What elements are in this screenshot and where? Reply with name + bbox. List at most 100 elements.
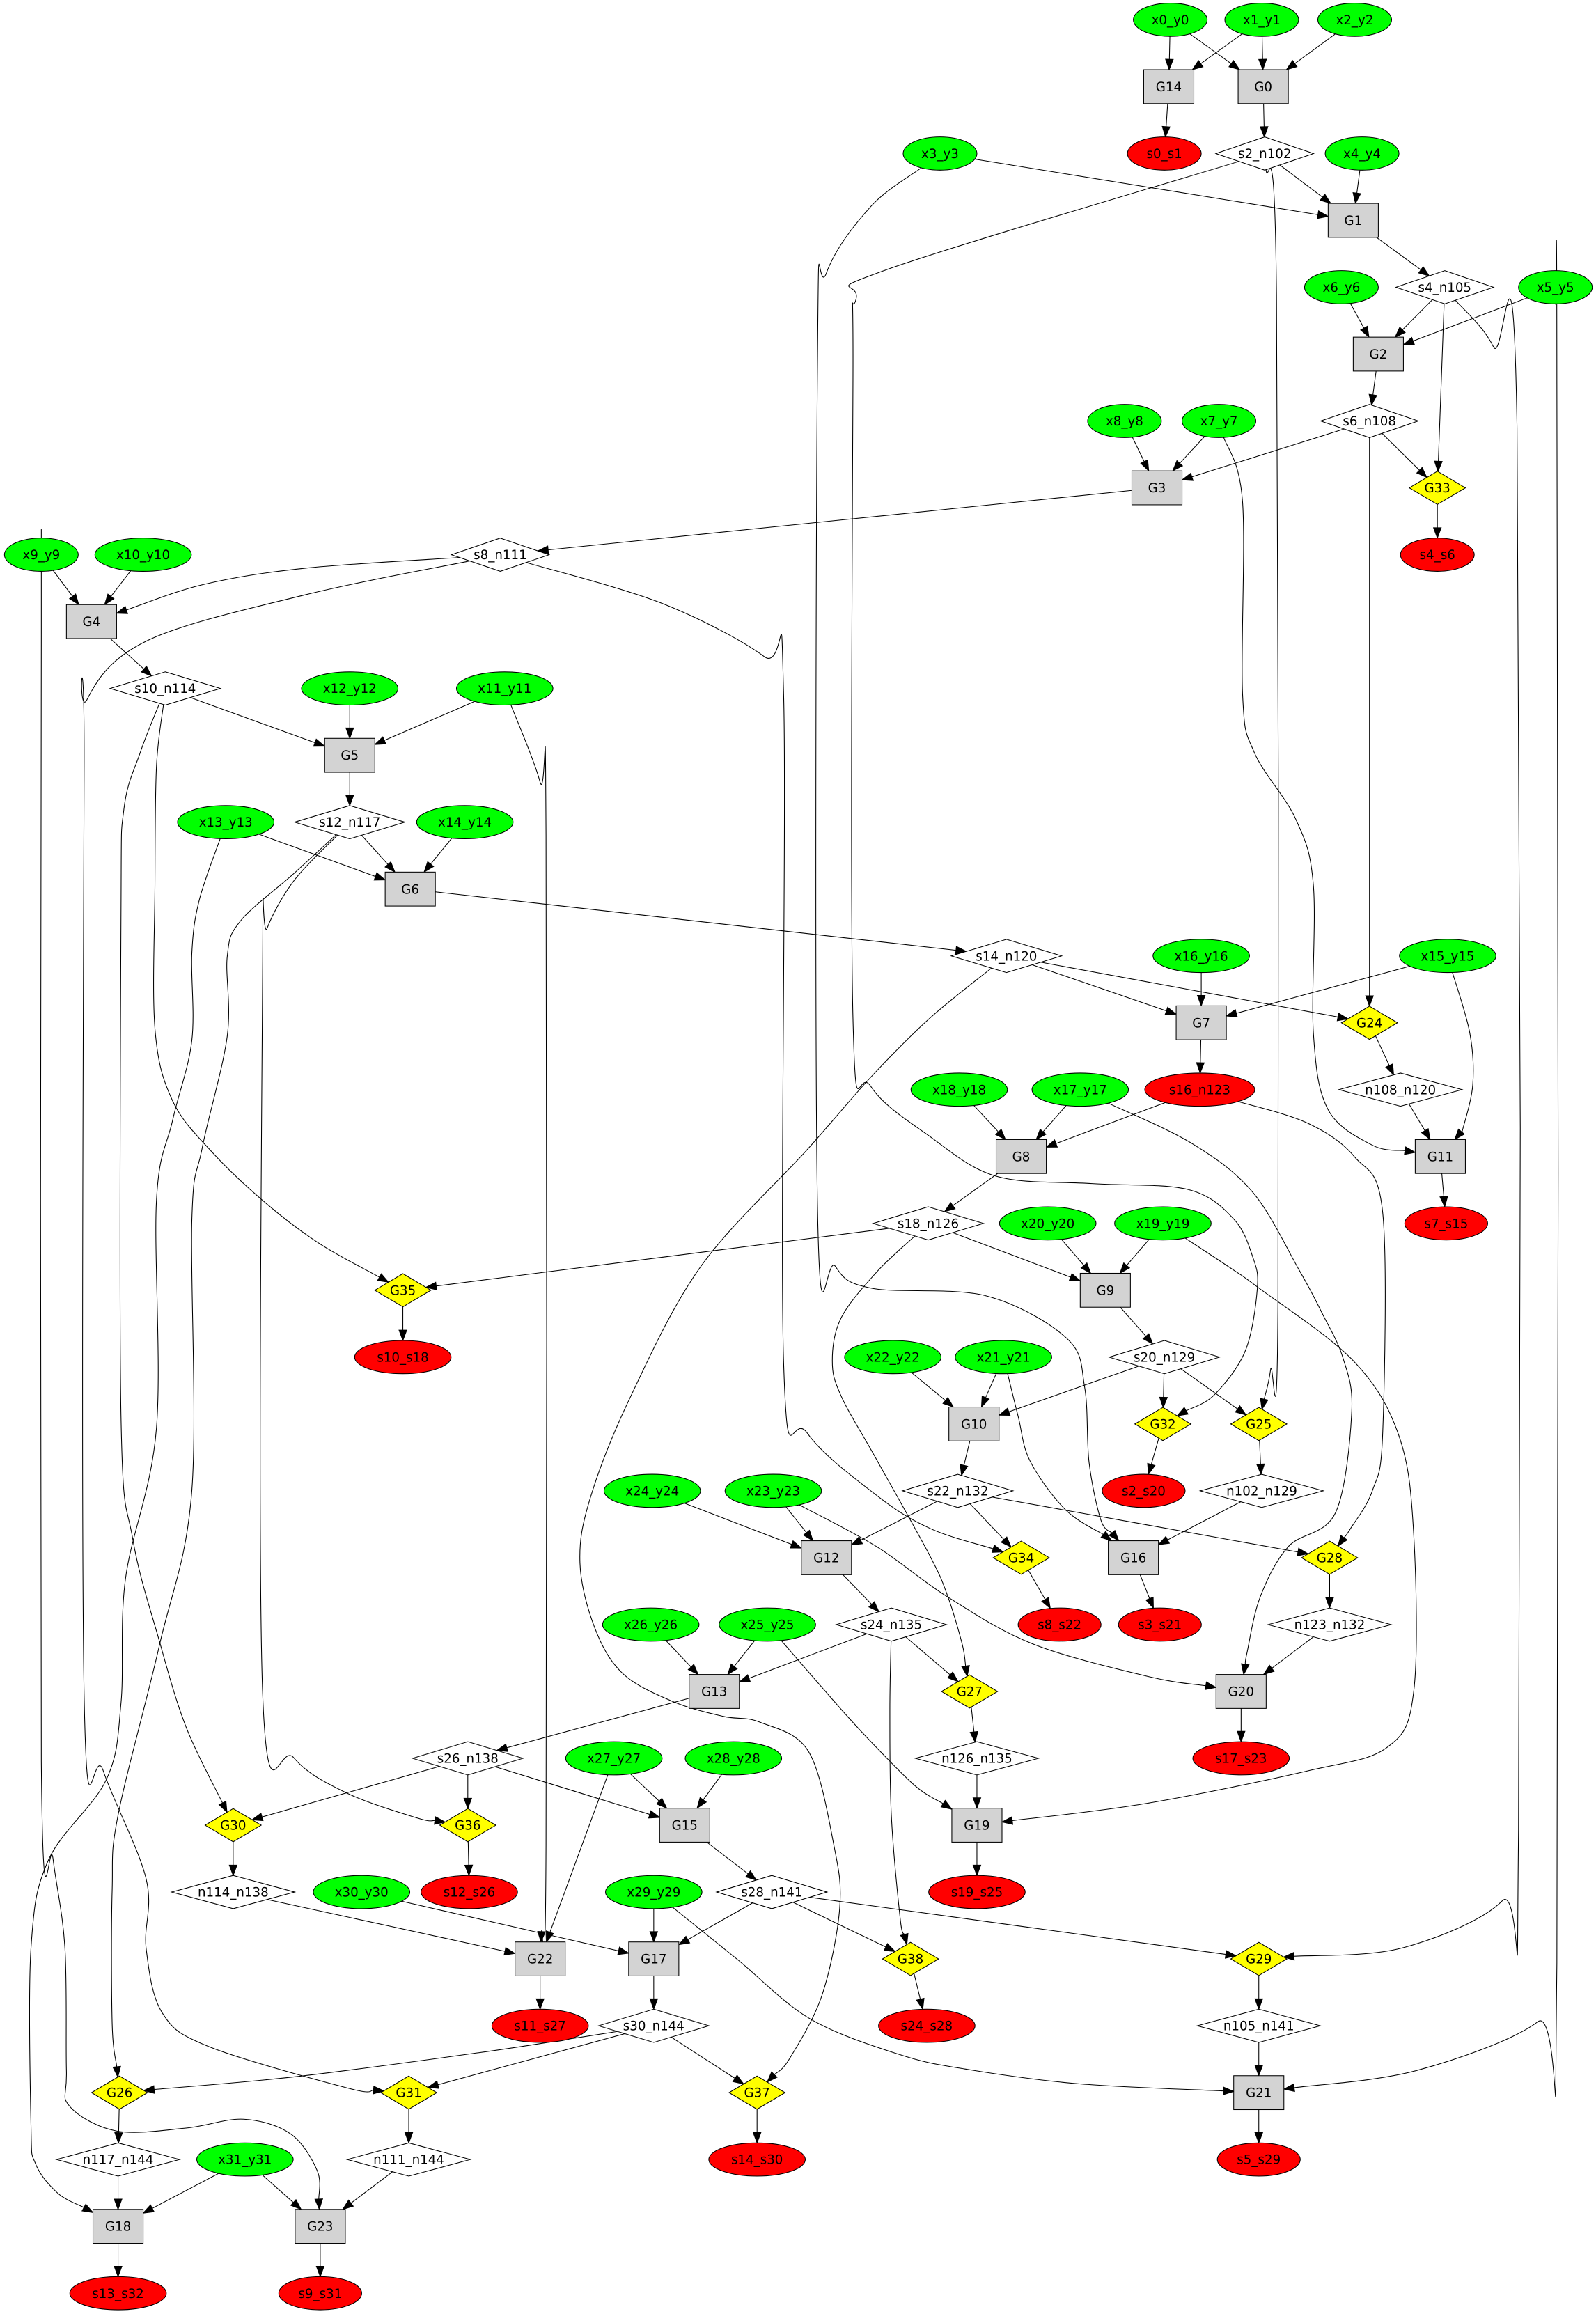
arrowhead bbox=[313, 738, 326, 747]
node-label: s4_n105 bbox=[1418, 281, 1472, 295]
arrowhead bbox=[738, 1674, 751, 1682]
edge-x29-y29-to-g21 bbox=[672, 1907, 1235, 2095]
signal-node-s30-n144: s30_n144 bbox=[597, 2008, 710, 2043]
edge-g0-to-s2-n102 bbox=[1260, 103, 1269, 139]
output-node-s9-s31: s9_s31 bbox=[278, 2276, 362, 2311]
ellipse-shape bbox=[902, 136, 978, 171]
node-label: s10_n114 bbox=[134, 682, 196, 696]
edge-line bbox=[526, 562, 994, 1549]
edge-s16-n123-to-g8 bbox=[1045, 1102, 1166, 1148]
marked-gate-node-g26: G26 bbox=[91, 2075, 148, 2110]
ellipse-shape bbox=[955, 1340, 1052, 1375]
gate-node-g13: G13 bbox=[689, 1674, 740, 1709]
signal-node-s2-n102: s2_n102 bbox=[1214, 136, 1315, 171]
arrowhead bbox=[960, 1464, 969, 1477]
edge-line bbox=[152, 2173, 219, 2209]
box-shape bbox=[1237, 69, 1289, 104]
node-label: x12_y12 bbox=[323, 682, 377, 696]
node-label: x6_y6 bbox=[1322, 281, 1360, 295]
edge-n114-n138-to-g22 bbox=[267, 1899, 517, 1956]
edge-g28-to-n123-n132 bbox=[1325, 1574, 1334, 1609]
arrowhead bbox=[142, 2204, 155, 2214]
edge-line bbox=[671, 2036, 735, 2079]
edge-line bbox=[969, 1503, 1005, 1540]
node-label: G0 bbox=[1254, 80, 1272, 95]
node-label: G17 bbox=[641, 1953, 666, 1967]
edge-x10-y10-to-g4 bbox=[104, 570, 132, 606]
edge-g16-to-s3-s21 bbox=[1139, 1574, 1154, 1609]
output-node-s13-s32: s13_s32 bbox=[69, 2276, 167, 2311]
node-label: x21_y21 bbox=[977, 1350, 1031, 1365]
gate-node-g5: G5 bbox=[324, 737, 375, 773]
input-node-x8-y8: x8_y8 bbox=[1087, 404, 1162, 438]
node-label: s2_n102 bbox=[1238, 147, 1292, 162]
box-shape bbox=[1131, 470, 1183, 506]
node-label: x13_y13 bbox=[199, 815, 253, 830]
edge-line bbox=[1372, 370, 1377, 396]
gate-node-g19: G19 bbox=[951, 1808, 1003, 1843]
node-label: x0_y0 bbox=[1152, 13, 1189, 28]
diamond-shape bbox=[380, 2075, 438, 2110]
signal-node-s6-n108: s6_n108 bbox=[1319, 404, 1420, 438]
edge-line bbox=[733, 1640, 756, 1667]
output-node-s12-s26: s12_s26 bbox=[421, 1875, 518, 1909]
ellipse-shape bbox=[719, 1607, 816, 1642]
box-shape bbox=[1175, 1005, 1227, 1040]
box-shape bbox=[384, 871, 436, 907]
edge-g7-to-s16-n123 bbox=[1196, 1040, 1205, 1074]
arrowhead bbox=[434, 1816, 446, 1825]
edge-x17-y17-to-g8 bbox=[1035, 1105, 1067, 1141]
gate-node-g20: G20 bbox=[1215, 1674, 1267, 1709]
ellipse-shape bbox=[844, 1340, 941, 1375]
edge-g32-to-s2-s20 bbox=[1147, 1438, 1159, 1476]
arrowhead bbox=[503, 1946, 517, 1956]
arrowhead bbox=[1145, 1596, 1154, 1609]
edge-s18-n126-to-g27 bbox=[831, 1235, 970, 1678]
node-label: x9_y9 bbox=[22, 548, 60, 563]
edge-line bbox=[781, 1640, 944, 1804]
arrowhead bbox=[1320, 193, 1332, 205]
ellipse-shape bbox=[910, 1072, 1008, 1107]
edge-s20-n129-to-g25 bbox=[1180, 1368, 1247, 1416]
arrowhead bbox=[1416, 467, 1428, 478]
ellipse-shape bbox=[491, 2008, 589, 2043]
edge-line bbox=[963, 1441, 971, 1466]
arrowhead bbox=[1254, 1998, 1264, 2010]
gate-node-g3: G3 bbox=[1131, 470, 1183, 506]
box-shape bbox=[515, 1941, 566, 1976]
diamond-shape bbox=[1301, 1540, 1359, 1575]
node-label: G13 bbox=[701, 1685, 727, 1700]
arrowhead bbox=[1161, 125, 1171, 139]
diamond-shape bbox=[1134, 1407, 1192, 1441]
arrowhead bbox=[112, 2065, 121, 2079]
arrowhead bbox=[916, 1997, 925, 2010]
edge-g8-to-s18-n126 bbox=[944, 1173, 998, 1212]
edge-line bbox=[985, 1373, 997, 1398]
edge-x7-y7-to-g3 bbox=[1172, 436, 1205, 472]
edge-g9-to-s20-n129 bbox=[1120, 1306, 1154, 1345]
diamond-shape bbox=[1340, 1006, 1398, 1040]
edge-s10-n114-to-g35 bbox=[153, 704, 390, 1283]
edge-line bbox=[905, 1636, 950, 1675]
node-label: s5_s29 bbox=[1237, 2153, 1281, 2168]
edge-n102-n129-to-g16 bbox=[1157, 1501, 1242, 1545]
arrowhead bbox=[114, 2265, 123, 2278]
edge-g13-to-s26-n138 bbox=[496, 1698, 689, 1752]
edge-x4-y4-to-g1 bbox=[1352, 170, 1361, 205]
edge-line bbox=[190, 697, 315, 744]
node-label: G31 bbox=[396, 2086, 421, 2101]
gate-node-g23: G23 bbox=[295, 2209, 346, 2244]
edge-g35-to-s10-s18 bbox=[398, 1306, 407, 1342]
arrowhead bbox=[998, 1407, 1011, 1416]
ellipse-shape bbox=[1152, 939, 1250, 974]
edge-x6-y6-to-g2 bbox=[1349, 303, 1370, 338]
arrowhead bbox=[1157, 1535, 1171, 1545]
output-node-s24-s28: s24_s28 bbox=[878, 2008, 976, 2043]
arrowhead bbox=[1000, 1536, 1012, 1548]
edge-g19-to-s19-s25 bbox=[972, 1842, 982, 1877]
edge-x8-y8-to-g3 bbox=[1132, 437, 1150, 472]
arrowhead bbox=[1140, 459, 1150, 472]
arrowhead bbox=[1181, 472, 1194, 481]
